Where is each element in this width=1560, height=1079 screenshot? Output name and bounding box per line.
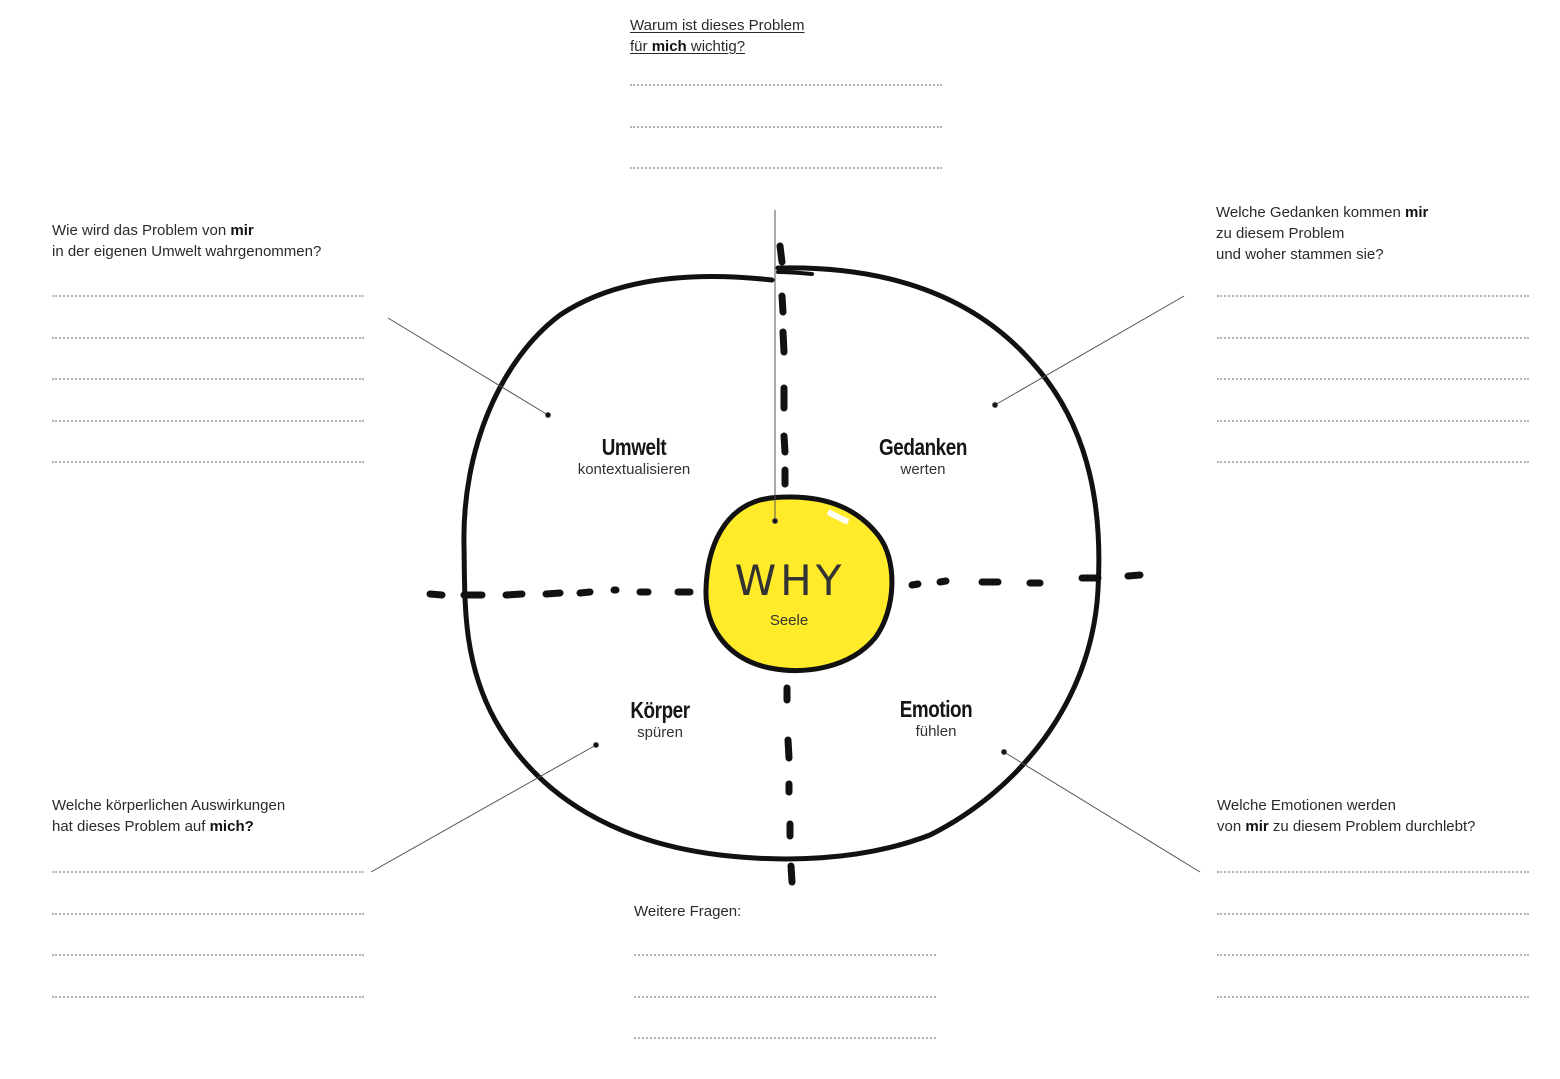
question-weitere: Weitere Fragen: (634, 903, 742, 920)
answer-lines-koerper[interactable] (52, 871, 364, 1037)
vertical-axis (776, 242, 796, 886)
answer-lines-weitere[interactable] (634, 954, 936, 1079)
answer-lines-top[interactable] (630, 84, 942, 209)
center-why-title: WHY (734, 556, 846, 605)
question-top: Warum ist dieses Problem für mich wichti… (630, 17, 805, 55)
question-umwelt: Wie wird das Problem von mir in der eige… (52, 222, 322, 260)
center-blob (703, 494, 895, 673)
quadrant-umwelt: Umwelt kontextualisieren (578, 434, 691, 480)
answer-lines-gedanken[interactable] (1217, 295, 1529, 503)
horizontal-axis (426, 571, 1144, 599)
quadrant-emotion-title: Emotion (899, 696, 973, 722)
question-koerper: Welche körperlichen Auswirkungen hat die… (52, 797, 286, 835)
quadrant-emotion-sub: fühlen (915, 723, 957, 740)
center-blob-gap (826, 509, 850, 525)
outer-circle-overlap (776, 270, 814, 276)
quadrant-koerper: Körper spüren (624, 697, 696, 743)
quadrant-gedanken-title: Gedanken (879, 434, 967, 460)
quadrant-umwelt-title: Umwelt (601, 434, 667, 460)
question-gedanken: Welche Gedanken kommen mir zu diesem Pro… (1216, 204, 1429, 263)
quadrant-emotion: Emotion fühlen (892, 696, 981, 742)
center-seele-label: Seele (769, 612, 809, 629)
answer-lines-emotion[interactable] (1217, 871, 1529, 1037)
outer-circle (461, 265, 1102, 862)
why-circle-diagram (370, 210, 1201, 886)
question-emotion: Welche Emotionen werden von mir zu diese… (1217, 797, 1476, 835)
quadrant-gedanken-sub: werten (900, 461, 946, 478)
quadrant-gedanken: Gedanken werten (869, 434, 976, 480)
leader-lines (370, 210, 1201, 873)
answer-lines-umwelt[interactable] (52, 295, 364, 503)
quadrant-umwelt-sub: kontextualisieren (577, 461, 691, 478)
quadrant-koerper-sub: spüren (637, 724, 683, 741)
quadrant-koerper-title: Körper (630, 697, 690, 723)
